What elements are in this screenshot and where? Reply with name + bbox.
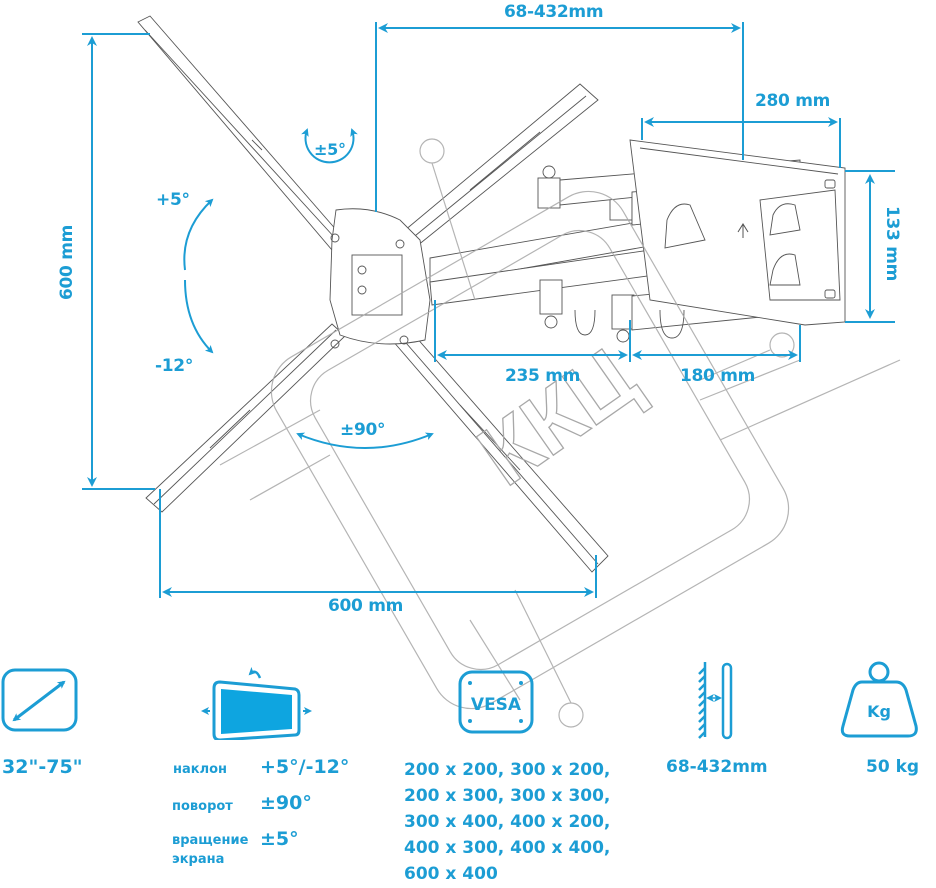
rotation-arc bbox=[301, 128, 358, 164]
mount-drawing bbox=[137, 15, 846, 573]
tilt-arc-up bbox=[183, 198, 214, 271]
max-load-value: 50 kg bbox=[866, 757, 920, 777]
swivel-arc bbox=[296, 432, 434, 449]
wall-distance-icon bbox=[698, 662, 733, 740]
motion-label-rotation-2: экрана bbox=[172, 852, 225, 867]
svg-text:VESA: VESA bbox=[471, 695, 522, 715]
weight-icon: Kg bbox=[840, 661, 918, 738]
vesa-arm-top-right bbox=[397, 83, 599, 251]
diagonal-arrow-icon bbox=[1, 668, 78, 732]
vesa-line: 300 x 400, 400 x 200, bbox=[404, 812, 611, 832]
vesa-line: 200 x 200, 300 x 200, bbox=[404, 760, 611, 780]
label-swivel: ±90° bbox=[340, 420, 386, 440]
motion-value-swivel: ±90° bbox=[260, 792, 312, 814]
wall-distance-value: 68-432mm bbox=[666, 757, 768, 777]
label-tilt-down: -12° bbox=[155, 356, 194, 376]
dimension-lines bbox=[82, 22, 895, 598]
vesa-icon: VESA bbox=[458, 670, 534, 734]
wall-plate bbox=[629, 139, 846, 326]
vesa-patterns: 200 x 200, 300 x 200, 200 x 300, 300 x 3… bbox=[404, 757, 610, 887]
motion-label-tilt: наклон bbox=[173, 762, 228, 777]
label-vesa-width: 600 mm bbox=[328, 596, 404, 616]
label-wall-distance: 68-432mm bbox=[504, 2, 604, 22]
motion-label-rotation-1: вращение bbox=[172, 833, 249, 848]
tilt-swivel-icon bbox=[201, 666, 312, 740]
tilt-arc-down bbox=[184, 279, 214, 354]
label-vesa-height: 600 mm bbox=[57, 224, 77, 300]
angle-arcs bbox=[183, 128, 434, 449]
motion-value-rotation: ±5° bbox=[260, 828, 299, 850]
label-plate-height: 133 mm bbox=[882, 206, 902, 282]
motion-value-tilt: +5°/-12° bbox=[260, 756, 350, 778]
vesa-line: 400 x 300, 400 x 400, bbox=[404, 838, 611, 858]
svg-text:Kg: Kg bbox=[867, 702, 891, 721]
label-arm-1: 235 mm bbox=[505, 366, 581, 386]
tv-bracket bbox=[329, 208, 431, 349]
label-tilt-up: +5° bbox=[156, 190, 190, 210]
vesa-arm-top-left bbox=[137, 15, 346, 251]
motion-label-swivel: поворот bbox=[172, 799, 233, 814]
label-rotation: ±5° bbox=[314, 140, 346, 159]
label-arm-2: 180 mm bbox=[680, 366, 756, 386]
vesa-line: 200 x 300, 300 x 300, bbox=[404, 786, 611, 806]
spec-icons: VESA Kg bbox=[1, 661, 918, 740]
label-plate-width: 280 mm bbox=[755, 91, 831, 111]
screen-size-value: 32"-75" bbox=[2, 756, 83, 778]
vesa-line: 600 x 400 bbox=[404, 864, 498, 884]
